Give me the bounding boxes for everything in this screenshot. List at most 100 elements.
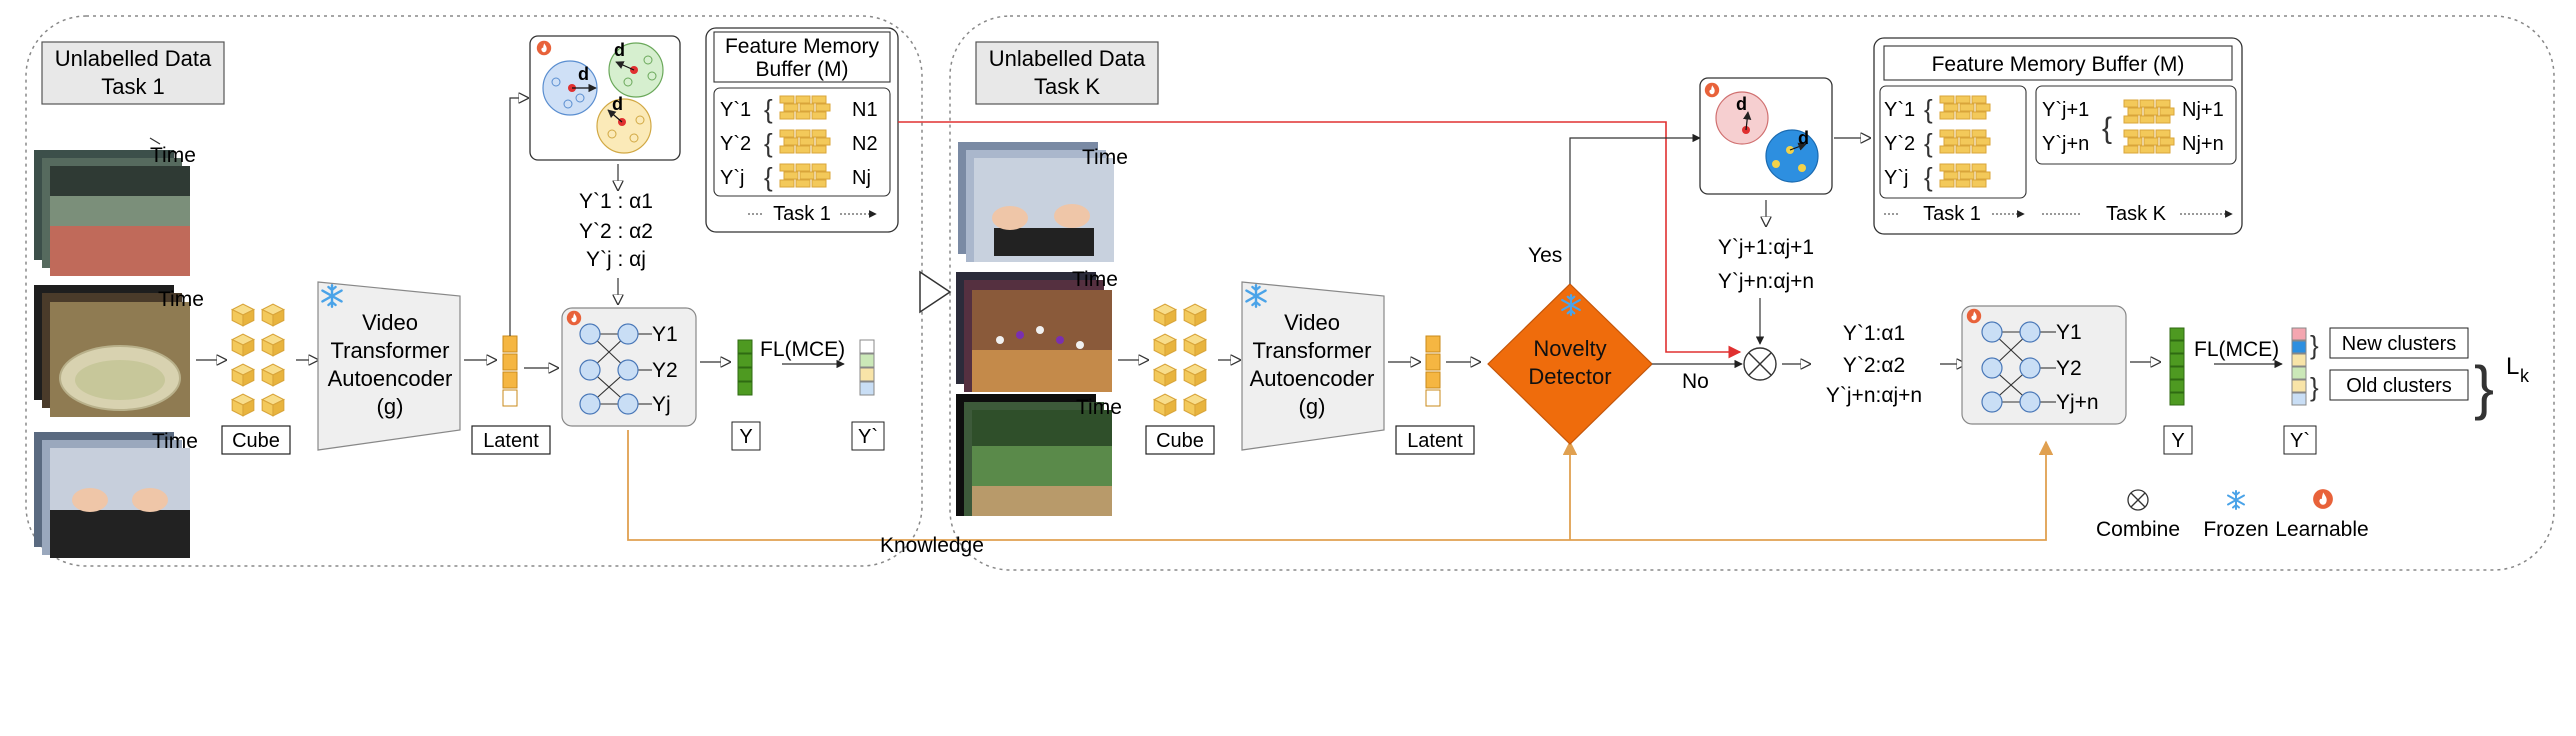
taskK-cluster-flame-icon bbox=[1704, 82, 1720, 98]
svg-text:Y`: Y` bbox=[858, 426, 878, 448]
memory-transfer-line bbox=[898, 121, 1742, 359]
task1-video-stack-2: Time bbox=[34, 285, 204, 417]
svg-text:Y`: Y` bbox=[2290, 430, 2310, 452]
taskK-time-label-1: Time bbox=[1082, 146, 1128, 169]
task1-yprime-vector bbox=[859, 339, 875, 396]
combine-node bbox=[1743, 347, 1777, 381]
taskK-container bbox=[949, 15, 2555, 571]
legend-combine: Combine bbox=[2096, 518, 2180, 541]
taskK-header-line1: Unlabelled Data bbox=[989, 46, 1146, 71]
svg-text:Nj+1: Nj+1 bbox=[2182, 99, 2224, 121]
svg-text:}: } bbox=[2474, 354, 2494, 421]
taskK-cube-grid bbox=[1153, 303, 1207, 417]
svg-text:Nj: Nj bbox=[852, 167, 871, 189]
task1-cluster-box: d d d bbox=[529, 35, 681, 161]
svg-text:Video: Video bbox=[362, 310, 418, 335]
new-clusters-box: New clusters bbox=[2329, 327, 2469, 359]
svg-text:Y`j: Y`j bbox=[720, 167, 744, 189]
taskK-cluster-box: d d bbox=[1699, 77, 1833, 195]
task1-y-label: Y bbox=[731, 421, 761, 451]
svg-text:d: d bbox=[612, 94, 623, 114]
svg-text:Feature Memory Buffer (M): Feature Memory Buffer (M) bbox=[1932, 53, 2185, 76]
svg-text:{: { bbox=[2102, 112, 2112, 145]
svg-text:(g): (g) bbox=[377, 394, 404, 419]
taskK-yprime-vector bbox=[2291, 327, 2307, 406]
task1-video-stack-1: Time bbox=[34, 137, 196, 276]
svg-text:Buffer (M): Buffer (M) bbox=[756, 58, 849, 81]
svg-text:Nj+n: Nj+n bbox=[2182, 133, 2224, 155]
task1-time-label-3: Time bbox=[152, 430, 198, 453]
task1-classifier-head: Y1 Y2 Yj bbox=[561, 307, 697, 427]
svg-text:Yj: Yj bbox=[652, 393, 671, 416]
svg-text:Y`2: Y`2 bbox=[1884, 133, 1915, 155]
combine-legend-icon bbox=[2127, 489, 2149, 511]
frozen-legend-icon bbox=[2227, 490, 2245, 510]
task1-video-encoder: Video Transformer Autoencoder (g) bbox=[317, 281, 461, 451]
taskK-novel-alphas: Y`j+1:αj+1 Y`j+n:αj+n bbox=[1718, 236, 1814, 293]
taskK-latent-vector bbox=[1425, 335, 1441, 407]
svg-text:{: { bbox=[764, 94, 773, 124]
svg-text:Cube: Cube bbox=[1156, 430, 1204, 452]
svg-text:Cube: Cube bbox=[232, 430, 280, 452]
svg-text:Task K: Task K bbox=[2106, 203, 2167, 225]
legend-learnable: Learnable bbox=[2275, 518, 2368, 541]
task1-latent-label: Latent bbox=[471, 425, 551, 455]
svg-text:N2: N2 bbox=[852, 133, 878, 155]
taskK-header-line2: Task K bbox=[1034, 74, 1100, 99]
svg-text:{: { bbox=[1924, 94, 1933, 124]
taskK-header: Unlabelled Data Task K bbox=[975, 41, 1159, 105]
task1-y-vector bbox=[737, 339, 753, 396]
taskK-video-stack-3: Time bbox=[956, 394, 1122, 516]
loss-label: L k bbox=[2506, 353, 2530, 386]
taskK-cube-label: Cube bbox=[1145, 425, 1215, 455]
taskK-video-stack-1: Time bbox=[958, 142, 1128, 262]
svg-text:Detector: Detector bbox=[1528, 364, 1611, 389]
task1-header-line2: Task 1 bbox=[101, 74, 165, 99]
svg-text:d: d bbox=[614, 40, 625, 60]
svg-text:d: d bbox=[578, 64, 589, 84]
svg-text:Latent: Latent bbox=[1407, 430, 1463, 452]
svg-text:k: k bbox=[2520, 366, 2530, 386]
svg-text:{: { bbox=[1924, 162, 1933, 192]
svg-text:d: d bbox=[1736, 94, 1747, 114]
svg-text:}: } bbox=[2310, 372, 2319, 402]
svg-text:Transformer: Transformer bbox=[331, 338, 450, 363]
task1-alphas: Y`1 : α1 Y`2 : α2 Y`j : αj bbox=[579, 190, 653, 271]
svg-text:Autoencoder: Autoencoder bbox=[328, 366, 453, 391]
svg-text:Y`j+1:αj+1: Y`j+1:αj+1 bbox=[1718, 236, 1814, 259]
svg-text:Y`1: Y`1 bbox=[720, 99, 751, 121]
svg-text:New clusters: New clusters bbox=[2342, 333, 2456, 355]
svg-text:(g): (g) bbox=[1299, 394, 1326, 419]
task1-fl-label: FL(MCE) bbox=[760, 338, 845, 361]
task1-latent-vector bbox=[502, 335, 518, 407]
svg-text:Y`1: Y`1 bbox=[1884, 99, 1915, 121]
svg-text:Y`2 : α2: Y`2 : α2 bbox=[579, 220, 653, 243]
task1-time-label-2: Time bbox=[158, 288, 204, 311]
task1-memory-buffer: Feature Memory Buffer (M) Y`1 Y`2 Y`j { … bbox=[705, 27, 899, 233]
taskK-head-flame-icon bbox=[1966, 308, 1982, 324]
novelty-detector: Novelty Detector bbox=[1487, 283, 1653, 445]
svg-text:d: d bbox=[1798, 128, 1809, 148]
no-label: No bbox=[1682, 370, 1709, 393]
legend-frozen: Frozen bbox=[2203, 518, 2268, 541]
task1-cube-label: Cube bbox=[221, 425, 291, 455]
task1-cube-grid bbox=[231, 303, 285, 417]
knowledge-label: Knowledge bbox=[880, 534, 984, 557]
task1-time-label-1: Time bbox=[150, 144, 196, 167]
svg-text:Y`1:α1: Y`1:α1 bbox=[1843, 322, 1905, 345]
task1-cluster-flame-icon bbox=[536, 40, 552, 56]
svg-text:Y2: Y2 bbox=[2056, 357, 2082, 380]
task1-yprime-label: Y` bbox=[851, 421, 885, 451]
svg-text:Y`2: Y`2 bbox=[720, 133, 751, 155]
svg-text:Feature Memory: Feature Memory bbox=[725, 35, 880, 58]
old-clusters-box: Old clusters bbox=[2329, 369, 2469, 401]
svg-text:Y`1 : α1: Y`1 : α1 bbox=[579, 190, 653, 213]
svg-text:Y1: Y1 bbox=[2056, 321, 2082, 344]
taskK-y-vector bbox=[2169, 327, 2185, 406]
task-transition-arrow bbox=[919, 270, 952, 314]
taskK-time-label-3: Time bbox=[1076, 396, 1122, 419]
learnable-legend-icon bbox=[2313, 489, 2333, 509]
svg-text:Yj+n: Yj+n bbox=[2056, 391, 2099, 414]
svg-text:L: L bbox=[2506, 353, 2519, 380]
